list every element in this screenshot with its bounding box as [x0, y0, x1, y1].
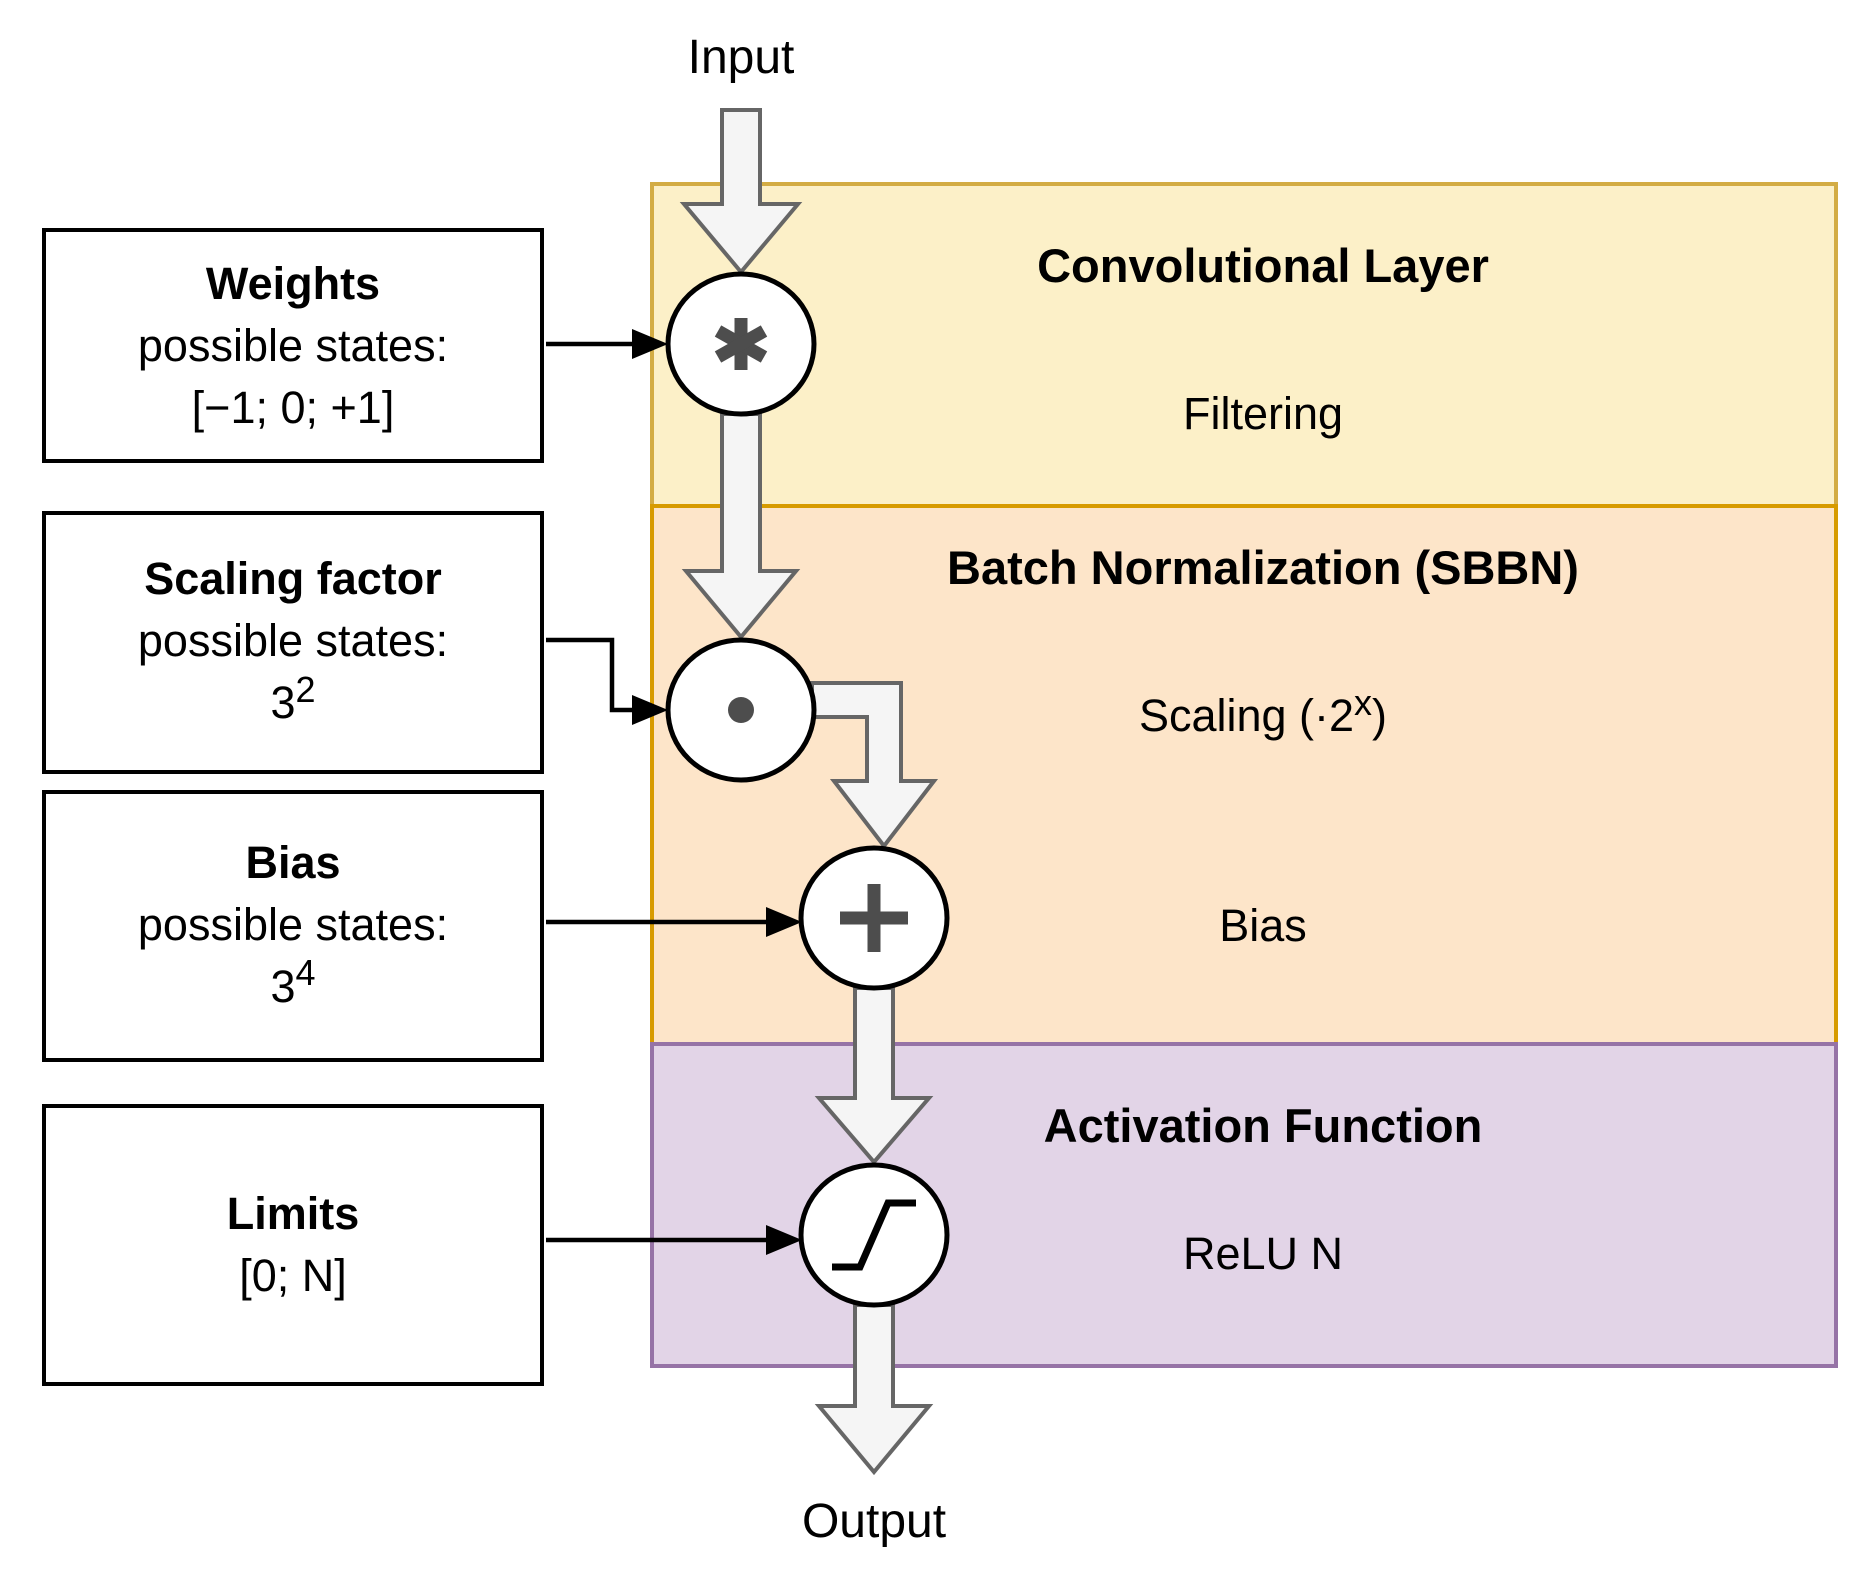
filtering-label: Filtering [1182, 388, 1344, 439]
bias-stage-label: Bias [1219, 900, 1307, 951]
scaling-factor-connector [546, 637, 636, 713]
region-convolutional-layer: Convolutional Layer Filtering [650, 182, 1838, 508]
limits-box: Limits [0; N] [42, 1104, 544, 1386]
relu-label: ReLU N [1182, 1228, 1344, 1279]
weights-box: Weights possible states: [−1; 0; +1] [42, 228, 544, 463]
scaling-factor-box-value: 32 [270, 668, 316, 728]
bias-box: Bias possible states: 34 [42, 790, 544, 1062]
region-activation-function: Activation Function ReLU N [650, 1042, 1838, 1368]
scaling-label: Scaling (·2x) [1138, 681, 1388, 741]
scaling-factor-box-title: Scaling factor [144, 553, 442, 604]
weights-box-subtitle: possible states: [137, 319, 449, 371]
bias-box-subtitle: possible states: [137, 898, 449, 950]
batch-normalization-title: Batch Normalization (SBBN) [947, 541, 1579, 594]
weights-box-title: Weights [205, 257, 381, 309]
input-label: Input [687, 31, 795, 84]
scaling-factor-box: Scaling factor possible states: 32 [42, 511, 544, 774]
limits-box-value: [0; N] [239, 1250, 347, 1301]
bias-box-title: Bias [245, 836, 341, 888]
limits-box-title: Limits [226, 1188, 360, 1239]
activation-function-title: Activation Function [1043, 1099, 1483, 1152]
scaling-factor-box-subtitle: possible states: [137, 615, 449, 666]
output-label: Output [801, 1495, 947, 1548]
region-batch-normalization: Batch Normalization (SBBN) Scaling (·2x)… [650, 504, 1838, 1046]
convolutional-layer-title: Convolutional Layer [1037, 239, 1489, 292]
bias-box-value: 34 [270, 952, 316, 1012]
weights-box-value: [−1; 0; +1] [191, 381, 395, 433]
